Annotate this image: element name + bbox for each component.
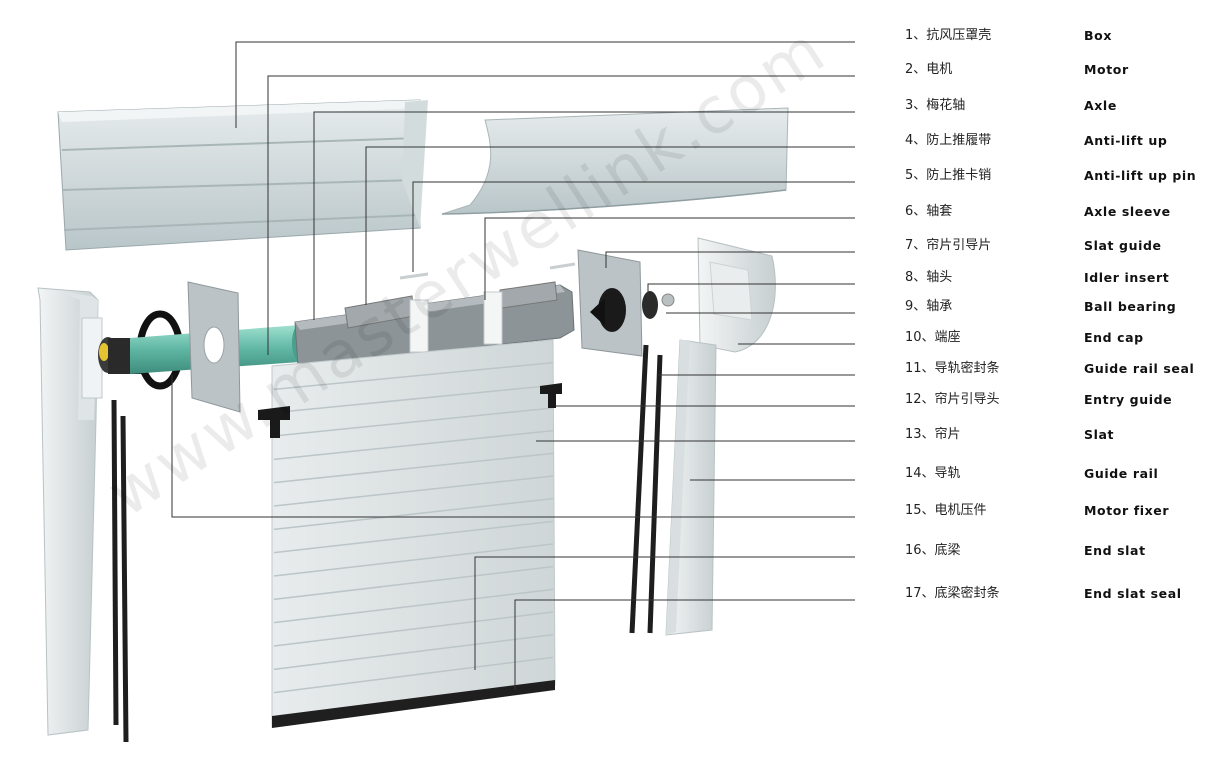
part-label-en-17: End slat seal: [1084, 586, 1182, 601]
box-cover: [441, 107, 789, 215]
leader-line-15: [171, 375, 855, 518]
box-profile: [57, 99, 428, 251]
part-label-cn-6: 6、轴套: [905, 204, 953, 219]
leader-lines: [171, 41, 855, 690]
left-rail-seal-1: [111, 399, 119, 726]
part-label-cn-14: 14、导轨: [905, 466, 961, 481]
part-label-cn-10: 10、端座: [905, 330, 961, 345]
leader-line-4: [365, 146, 855, 305]
leader-line-3: [313, 111, 855, 320]
part-label-en-11: Guide rail seal: [1084, 361, 1195, 376]
part-label-cn-7: 7、帘片引导片: [905, 238, 992, 253]
part-label-en-12: Entry guide: [1084, 392, 1173, 407]
leader-line-5: [412, 181, 855, 272]
part-label-cn-17: 17、底梁密封条: [905, 586, 1000, 601]
part-label-en-6: Axle sleeve: [1084, 204, 1171, 219]
leader-line-7: [605, 251, 855, 268]
part-label-en-5: Anti-lift up pin: [1084, 168, 1197, 183]
part-label-en-8: Idler insert: [1084, 270, 1170, 285]
part-label-en-13: Slat: [1084, 427, 1115, 442]
part-label-en-3: Axle: [1084, 98, 1117, 113]
part-label-cn-11: 11、导轨密封条: [905, 361, 1000, 376]
slat-guide-left: [187, 281, 241, 413]
part-label-cn-2: 2、电机: [905, 62, 953, 77]
anti-lift-pin-1: [399, 272, 429, 280]
leader-line-1: [235, 41, 855, 128]
part-label-cn-3: 3、梅花轴: [905, 98, 966, 113]
right-rail-seal-1: [629, 344, 649, 634]
end-cap: [697, 237, 776, 353]
leader-line-6: [484, 217, 855, 300]
part-label-en-15: Motor fixer: [1084, 503, 1170, 518]
leader-line-8: [647, 283, 855, 300]
entry-guide-right: [540, 383, 562, 408]
left-rail-seal-2: [120, 415, 129, 743]
leader-line-16: [474, 556, 855, 670]
part-label-en-2: Motor: [1084, 62, 1129, 77]
part-label-cn-8: 8、轴头: [905, 270, 953, 285]
part-label-en-1: Box: [1084, 28, 1112, 43]
part-label-cn-12: 12、帘片引导头: [905, 392, 1000, 407]
part-label-en-16: End slat: [1084, 543, 1146, 558]
part-label-cn-4: 4、防上推履带: [905, 133, 992, 148]
part-label-en-14: Guide rail: [1084, 466, 1159, 481]
slat-curtain: [271, 339, 556, 728]
right-guide-rail: [665, 339, 717, 636]
leader-line-2: [267, 75, 855, 355]
slat-guide-right: [577, 249, 675, 357]
part-label-en-7: Slat guide: [1084, 238, 1162, 253]
part-label-en-9: Ball bearing: [1084, 299, 1177, 314]
part-label-cn-15: 15、电机压件: [905, 503, 987, 518]
part-label-cn-1: 1、抗风压罩壳: [905, 28, 992, 43]
part-label-en-4: Anti-lift up: [1084, 133, 1168, 148]
entry-guide-left: [258, 406, 290, 438]
part-label-cn-16: 16、底梁: [905, 543, 961, 558]
end-slat-seal-strip: [272, 680, 555, 728]
left-guide-rail: [37, 287, 103, 736]
part-label-cn-9: 9、轴承: [905, 299, 953, 314]
part-label-en-10: End cap: [1084, 330, 1144, 345]
part-label-cn-13: 13、帘片: [905, 427, 961, 442]
part-label-cn-5: 5、防上推卡销: [905, 168, 992, 183]
anti-lift-pin-2: [549, 262, 576, 270]
leader-line-17: [514, 599, 855, 690]
right-rail-seal-2: [647, 354, 663, 634]
